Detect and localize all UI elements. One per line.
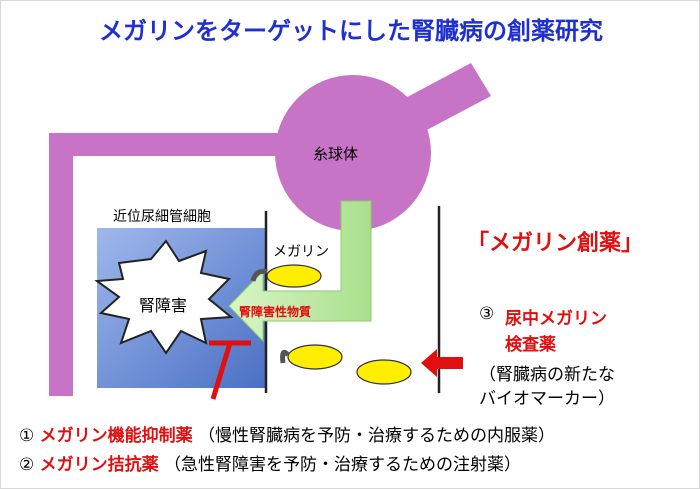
glomerulus-label: 糸球体	[313, 145, 359, 163]
megalin-tail	[250, 268, 268, 282]
megalin-label: メガリン	[273, 244, 329, 260]
inhibitor-stem	[210, 342, 233, 400]
item3-line4: バイオマーカー）	[479, 389, 615, 409]
page-title: メガリンをターゲットにした腎臓病の創薬研究	[99, 17, 603, 45]
megalin-receptor	[356, 359, 412, 385]
damage-label: 腎障害	[139, 296, 188, 315]
damage-starburst	[94, 239, 234, 355]
drug-item-1: ① メガリン機能抑制薬 （慢性腎臓病を予防・治療するための内服薬）	[19, 421, 555, 446]
megalin-tail	[280, 349, 290, 364]
megalin-receptor	[287, 344, 343, 370]
item3-line2: 検査薬	[505, 335, 556, 355]
red-arrow	[421, 349, 463, 377]
item-number: ②	[19, 455, 35, 475]
item-desc: （急性腎障害を予防・治療するための注射薬）	[164, 455, 522, 475]
item3-number: ③	[479, 304, 495, 324]
item-name: メガリン拮抗薬	[39, 455, 159, 475]
toxic-substance-label: 腎障害性物質	[239, 305, 312, 319]
item3-line1: 尿中メガリン	[505, 309, 607, 329]
drug-item-2: ② メガリン拮抗薬 （急性腎障害を予防・治療するための注射薬）	[19, 450, 521, 475]
green-arrow	[228, 200, 372, 343]
megalin-receptor	[266, 264, 322, 288]
item-number: ①	[19, 426, 35, 446]
item-desc: （慢性腎臓病を予防・治療するための内服薬）	[198, 426, 556, 446]
item3-line3: （腎臓病の新たな	[479, 365, 615, 385]
glomerulus-shape	[275, 75, 431, 231]
item-name: メガリン機能抑制薬	[39, 426, 193, 446]
cell-label: 近位尿細管細胞	[113, 209, 211, 225]
megalin-drug-label: 「メガリン創薬」	[467, 231, 644, 256]
